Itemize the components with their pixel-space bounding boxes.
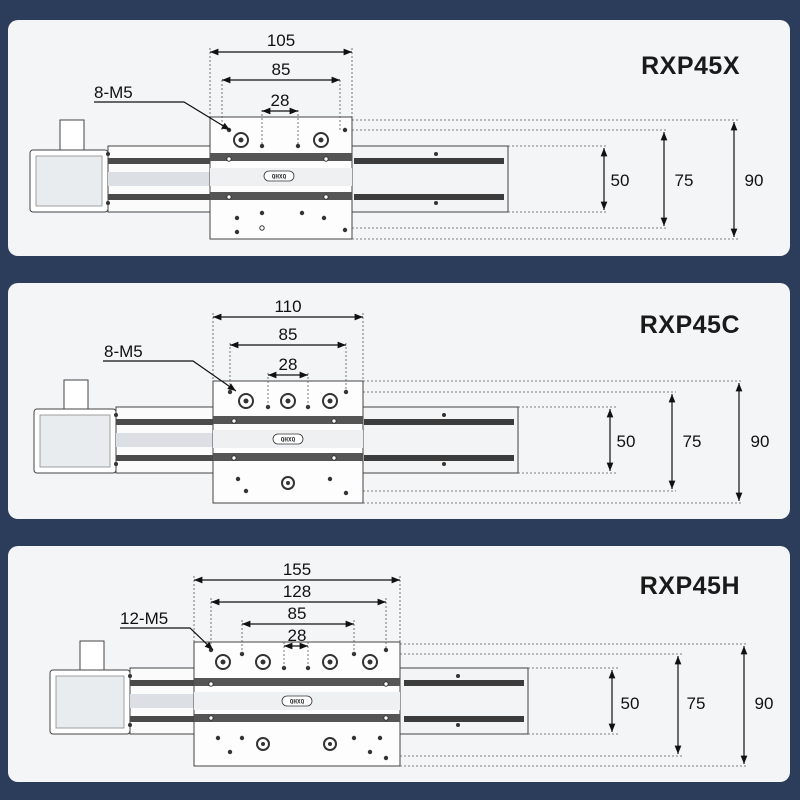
width-dim-outer: 110 [274,297,301,316]
width-dim-outer: 105 [267,31,295,50]
model-title: RXP45C [639,311,740,339]
height-dim-90: 90 [751,432,770,451]
height-dim-75: 75 [687,694,706,713]
logo-text: QHXQ [272,174,287,181]
model-title: RXP45H [639,572,740,600]
drawing-rxp45x: QHXQ 105 85 28 50 75 [29,31,764,240]
hole-spec-label: 12-M5 [120,609,168,628]
height-dim-50: 50 [621,694,640,713]
height-dim-50: 50 [611,171,630,190]
panel-rxp45x: RXP45X [8,20,790,256]
height-dim-90: 90 [755,694,774,713]
motor-shaft [59,119,85,155]
logo-text: QHXQ [290,699,305,706]
hole-spec-label: 8-M5 [104,342,143,361]
drawing-rxp45c: QHXQ 110 85 28 50 75 90 [33,297,770,504]
height-dim-90: 90 [745,171,764,190]
width-dim-mid: 85 [279,325,298,344]
panel-rxp45h: RXP45H [8,546,790,782]
width-dim-mid: 85 [288,604,307,623]
width-dim-inner: 28 [271,91,290,110]
height-dim-50: 50 [617,432,636,451]
width-dim-inner: 28 [288,626,307,645]
hole-spec-label: 8-M5 [94,83,133,102]
width-dim-mid: 85 [272,60,291,79]
panel-rxp45c: RXP45C QHXQ [8,283,790,519]
model-title: RXP45X [641,52,740,80]
width-dim-second: 128 [283,582,311,601]
width-dim-inner: 28 [279,355,298,374]
height-dim-75: 75 [675,171,694,190]
drawing-rxp45h: QHXQ 155 128 85 2 [49,560,774,767]
width-dim-outer: 155 [283,560,311,579]
logo-text: QHXQ [281,437,296,444]
height-dim-75: 75 [683,432,702,451]
